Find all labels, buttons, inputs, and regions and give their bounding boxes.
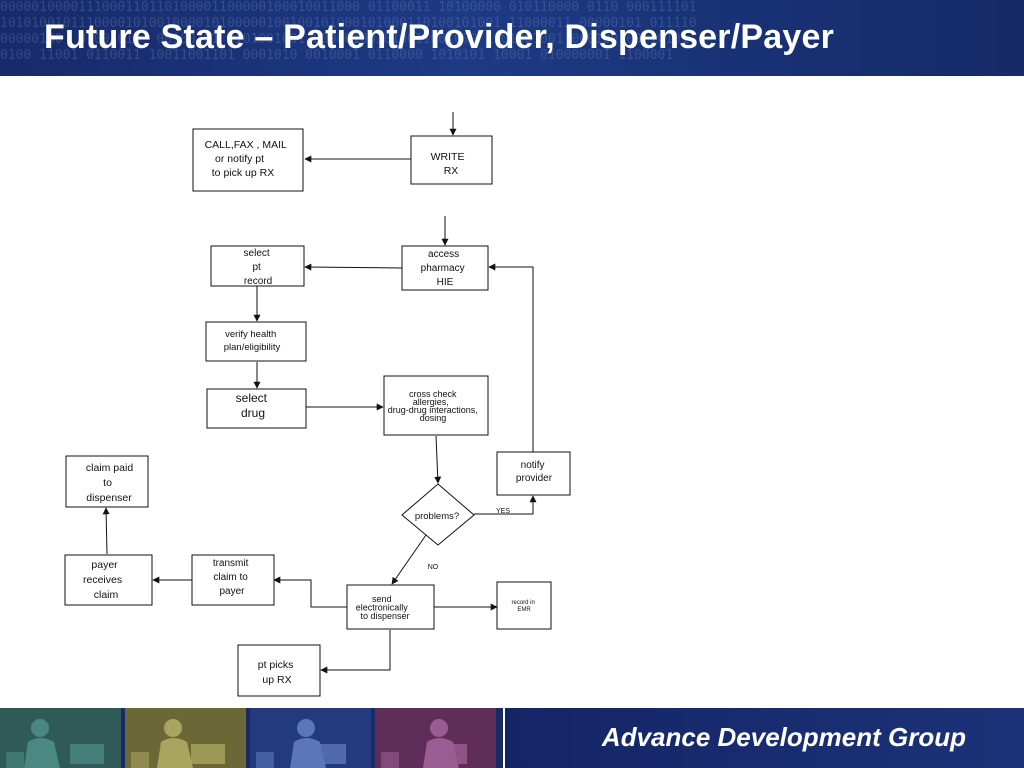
box-labels: CALL,FAX , MAIL or notify pt to pick up … bbox=[83, 139, 553, 686]
payer-receives-text: payer receives claim bbox=[83, 559, 125, 601]
arrow-hie-to-select-pt bbox=[304, 263, 403, 271]
call-fax-mail-text: CALL,FAX , MAIL or notify pt to pick up … bbox=[205, 139, 290, 179]
box-select-pt-record bbox=[210, 245, 305, 287]
box-cross-check bbox=[383, 375, 489, 436]
footer-photo-1 bbox=[0, 708, 121, 768]
arrow-notify-to-access-hie bbox=[488, 263, 534, 452]
box-notify-provider bbox=[496, 451, 571, 496]
brand-panel: Advance Development Group bbox=[503, 708, 1024, 768]
footer-photo-3 bbox=[250, 708, 371, 768]
decision-problems bbox=[401, 483, 475, 546]
access-hie-text: access pharmacy HIE bbox=[421, 249, 468, 288]
no-label: NO bbox=[428, 564, 439, 571]
box-payer-receives bbox=[64, 554, 153, 606]
box-write-rx bbox=[410, 135, 493, 185]
brand-name: Advance Development Group bbox=[601, 722, 966, 752]
flow-diagram: CALL,FAX , MAIL or notify pt to pick up … bbox=[64, 112, 571, 697]
box-access-hie bbox=[401, 245, 489, 291]
binary-background: 0000010000111000110110100001100000100010… bbox=[0, 0, 697, 63]
box-record-emr bbox=[496, 581, 552, 630]
box-pt-picks-up bbox=[237, 644, 321, 697]
arrow-yes-to-notify bbox=[474, 495, 537, 515]
send-electronically-text: send electronically to dispenser bbox=[356, 594, 411, 621]
write-rx-text: WRITE RX bbox=[431, 151, 468, 177]
footer-photo-2 bbox=[125, 708, 246, 768]
box-select-drug bbox=[206, 388, 307, 429]
box-call-fax-mail bbox=[192, 128, 304, 192]
boxes bbox=[64, 128, 571, 697]
arrow-no-to-send bbox=[391, 534, 427, 585]
yes-label: YES bbox=[496, 508, 510, 515]
box-transmit-claim bbox=[191, 554, 275, 606]
notify-provider-text: notify provider bbox=[516, 460, 553, 484]
select-drug-text: select drug bbox=[236, 391, 271, 420]
box-send-electronically bbox=[346, 584, 435, 630]
arrow-payer-to-claim-paid bbox=[102, 507, 110, 555]
box-verify-health-plan bbox=[205, 321, 307, 362]
box-claim-paid bbox=[65, 455, 149, 508]
slide-title: Future State – Patient/Provider, Dispens… bbox=[44, 18, 835, 56]
connectors bbox=[102, 112, 537, 674]
select-pt-record-text: select pt record bbox=[244, 248, 273, 287]
footer-photo-4 bbox=[375, 708, 496, 768]
claim-paid-text: claim paid to dispenser bbox=[86, 462, 136, 504]
arrow-send-to-transmit bbox=[273, 576, 347, 608]
record-emr-text: record in EMR bbox=[511, 600, 536, 613]
transmit-claim-text: transmit claim to payer bbox=[213, 558, 251, 597]
verify-health-plan-text: verify health plan/eligibility bbox=[224, 329, 281, 353]
arrow-cross-check-to-problems bbox=[434, 435, 442, 484]
cross-check-text: cross check allergies, drug-drug interac… bbox=[388, 389, 481, 423]
arrow-send-to-pt-picks-up bbox=[320, 630, 391, 674]
problems-text: problems? bbox=[415, 511, 459, 522]
pt-picks-up-text: pt picks up RX bbox=[258, 659, 297, 686]
slide-header: 0000010000111000110110100001100000100010… bbox=[0, 0, 1024, 76]
